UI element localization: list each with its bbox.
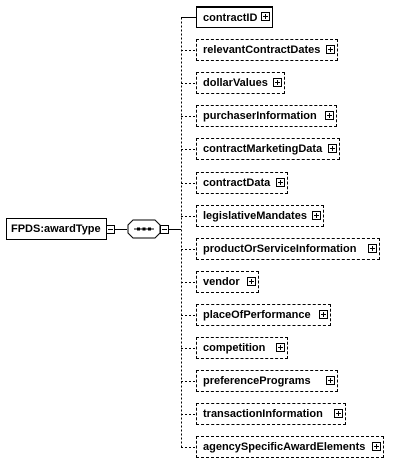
root-element-box[interactable]: FPDS:awardType xyxy=(6,218,107,240)
expand-icon[interactable] xyxy=(334,409,343,418)
root-collapse-icon[interactable] xyxy=(106,225,115,234)
child-element-productOrServiceInformation[interactable]: productOrServiceInformation xyxy=(196,238,380,260)
expand-icon[interactable] xyxy=(319,310,328,319)
child-element-preferencePrograms[interactable]: preferencePrograms xyxy=(196,370,338,392)
child-element-placeOfPerformance[interactable]: placeOfPerformance xyxy=(196,304,331,326)
child-element-label: legislativeMandates xyxy=(203,210,307,222)
expand-icon[interactable] xyxy=(326,45,335,54)
child-element-label: competition xyxy=(203,342,266,354)
expand-icon[interactable] xyxy=(328,144,337,153)
child-element-label: preferencePrograms xyxy=(203,375,311,387)
sequence-collapse-icon[interactable] xyxy=(160,225,169,234)
child-element-contractID[interactable]: contractID xyxy=(196,6,273,28)
child-element-label: contractMarketingData xyxy=(203,143,323,155)
child-element-label: contractID xyxy=(203,12,258,24)
expand-icon[interactable] xyxy=(326,376,335,385)
child-element-transactionInformation[interactable]: transactionInformation xyxy=(196,403,346,425)
sequence-compositor-icon xyxy=(127,219,161,239)
child-element-vendor[interactable]: vendor xyxy=(196,271,259,293)
child-element-purchaserInformation[interactable]: purchaserInformation xyxy=(196,105,337,127)
child-element-dollarValues[interactable]: dollarValues xyxy=(196,72,285,94)
child-element-legislativeMandates[interactable]: legislativeMandates xyxy=(196,205,324,227)
child-element-contractMarketingData[interactable]: contractMarketingData xyxy=(196,138,340,160)
expand-icon[interactable] xyxy=(247,277,256,286)
child-element-competition[interactable]: competition xyxy=(196,337,288,359)
child-element-label: vendor xyxy=(203,276,240,288)
expand-icon[interactable] xyxy=(312,211,321,220)
child-element-label: placeOfPerformance xyxy=(203,309,311,321)
child-element-label: agencySpecificAwardElements xyxy=(203,441,366,453)
child-element-agencySpecificAwardElements[interactable]: agencySpecificAwardElements xyxy=(196,436,384,458)
expand-icon[interactable] xyxy=(273,78,282,87)
child-element-contractData[interactable]: contractData xyxy=(196,172,288,194)
expand-icon[interactable] xyxy=(368,244,377,253)
child-element-label: transactionInformation xyxy=(203,408,323,420)
expand-icon[interactable] xyxy=(276,178,285,187)
expand-icon[interactable] xyxy=(276,343,285,352)
child-element-relevantContractDates[interactable]: relevantContractDates xyxy=(196,39,338,61)
child-element-label: productOrServiceInformation xyxy=(203,243,357,255)
root-element-label: FPDS:awardType xyxy=(11,223,101,235)
expand-icon[interactable] xyxy=(261,12,270,21)
expand-icon[interactable] xyxy=(325,111,334,120)
child-element-label: contractData xyxy=(203,177,271,189)
child-element-label: relevantContractDates xyxy=(203,44,321,56)
child-element-label: purchaserInformation xyxy=(203,110,317,122)
child-element-label: dollarValues xyxy=(203,77,268,89)
expand-icon[interactable] xyxy=(372,442,381,451)
